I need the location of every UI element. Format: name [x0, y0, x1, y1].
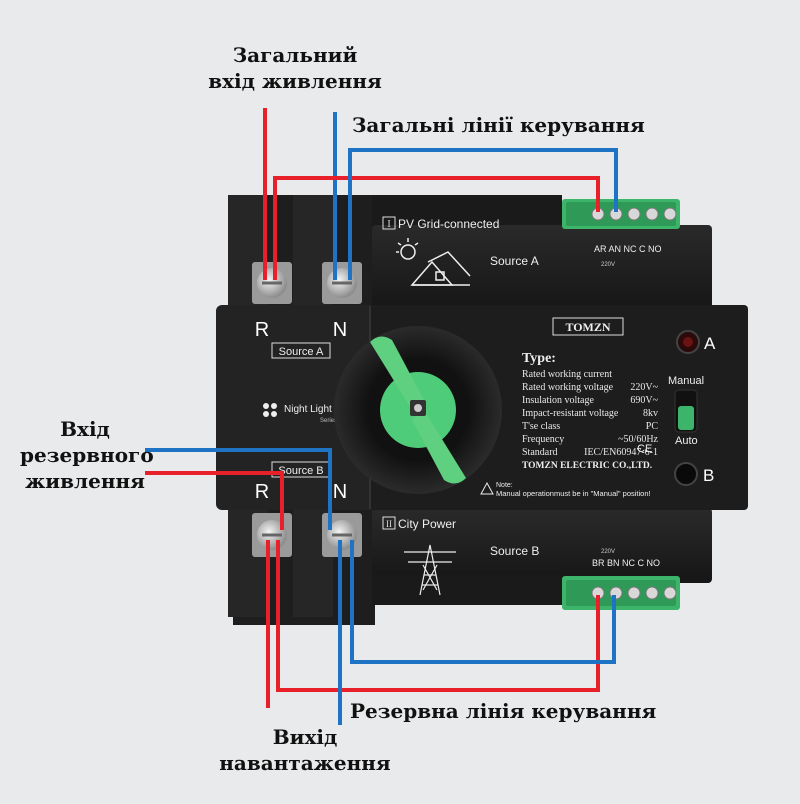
- spec-value: 690V~: [630, 395, 658, 406]
- pv-title: PV Grid-connected: [398, 217, 499, 231]
- wiring: [145, 108, 618, 725]
- top-terminal-r: R: [255, 319, 269, 341]
- power-tower-icon: [404, 544, 456, 596]
- spec-name: Rated working current: [522, 369, 612, 380]
- bottom-block-pin-labels: BR BN NC C NO: [592, 558, 660, 568]
- source-a-module: [372, 225, 712, 310]
- load-output-caption: Вихід навантаження: [210, 724, 400, 776]
- spec-value: 8kv: [643, 408, 658, 419]
- backup-input-caption: Вхід резервного живлення: [20, 416, 154, 494]
- bottom-terminal-r: R: [255, 481, 269, 503]
- bottom-screw-r: [252, 513, 292, 557]
- transfer-knob[interactable]: [334, 326, 502, 494]
- main-control-live-wire: [273, 176, 600, 280]
- spec-name: Impact-resistant voltage: [522, 408, 619, 419]
- source-b-tag: Source B: [278, 465, 323, 477]
- ats-device: R N Source A Night Light Series Source B…: [216, 195, 748, 625]
- top-block-pin-labels: AR AN NC C NO: [594, 244, 662, 254]
- spec-value: PC: [646, 421, 659, 432]
- source-b-module: [372, 508, 712, 583]
- night-light-logo: [263, 403, 277, 417]
- backup-input-caption-line2: резервного: [20, 443, 154, 467]
- bottom-control-terminal-block: [562, 576, 680, 610]
- bottom-terminal-n: N: [333, 481, 347, 503]
- backup-input-neutral-wire: [145, 448, 332, 530]
- city-roman-numeral: II: [386, 519, 392, 529]
- backup-input-live-wire: [145, 471, 284, 530]
- spec-value: ~50/60Hz: [618, 434, 658, 445]
- indicator-b-label: B: [703, 466, 714, 485]
- type-title: Type:: [522, 351, 556, 366]
- indicator-a-label: A: [704, 334, 716, 353]
- mode-auto-label: Auto: [675, 435, 698, 447]
- spec-name: Frequency: [522, 434, 564, 445]
- bottom-block-voltage: 220V: [601, 549, 615, 555]
- company-name: TOMZN ELECTRIC CO.,LTD.: [522, 461, 652, 471]
- main-input-caption: Загальний вхід живлення: [200, 42, 390, 94]
- ce-mark: CE: [637, 443, 652, 455]
- top-block-voltage: 220V: [601, 262, 615, 268]
- backup-control-neutral-wire: [350, 540, 616, 664]
- brand-logo: TOMZN: [565, 320, 610, 334]
- pv-roman-numeral: I: [387, 219, 390, 230]
- top-control-terminal-block: [562, 199, 680, 229]
- spec-name: T'se class: [522, 421, 560, 432]
- spec-value: IEC/EN60947-6-1: [584, 447, 658, 458]
- indicator-b-led: [674, 462, 698, 486]
- spec-name: Rated working voltage: [522, 382, 614, 393]
- note-text: Manual operationmust be in "Manual" posi…: [496, 489, 651, 498]
- spec-name: Standard: [522, 447, 558, 458]
- main-input-caption-line1: Загальний: [232, 43, 358, 67]
- source-a-tag: Source A: [279, 346, 324, 358]
- mode-switch[interactable]: [678, 406, 694, 430]
- top-terminal-n: N: [333, 319, 347, 341]
- mode-manual-label: Manual: [668, 375, 704, 387]
- spec-value: 220V~: [630, 382, 658, 393]
- spec-name: Insulation voltage: [522, 395, 594, 406]
- source-b-label: Source B: [490, 544, 539, 558]
- backup-input-caption-line3: живлення: [25, 469, 145, 493]
- city-title: City Power: [398, 517, 456, 531]
- top-screw-r: [252, 262, 292, 304]
- backup-control-live-wire: [276, 540, 600, 692]
- top-screw-n: [322, 262, 362, 304]
- main-control-neutral-wire: [348, 148, 618, 280]
- series-label: Series: [320, 418, 337, 424]
- load-output-caption-line1: Вихід: [272, 725, 338, 749]
- warning-icon: [480, 481, 494, 495]
- backup-control-caption: Резервна лінія керування: [350, 699, 657, 723]
- main-input-caption-line2: вхід живлення: [208, 69, 382, 93]
- load-output-caption-line2: навантаження: [219, 751, 391, 775]
- source-a-label: Source A: [490, 254, 539, 268]
- solar-house-icon: [396, 238, 471, 286]
- main-control-caption: Загальні лінії керування: [352, 113, 645, 137]
- night-light-label: Night Light: [284, 404, 332, 415]
- backup-input-caption-line1: Вхід: [60, 417, 110, 441]
- note-title: Note:: [496, 482, 513, 489]
